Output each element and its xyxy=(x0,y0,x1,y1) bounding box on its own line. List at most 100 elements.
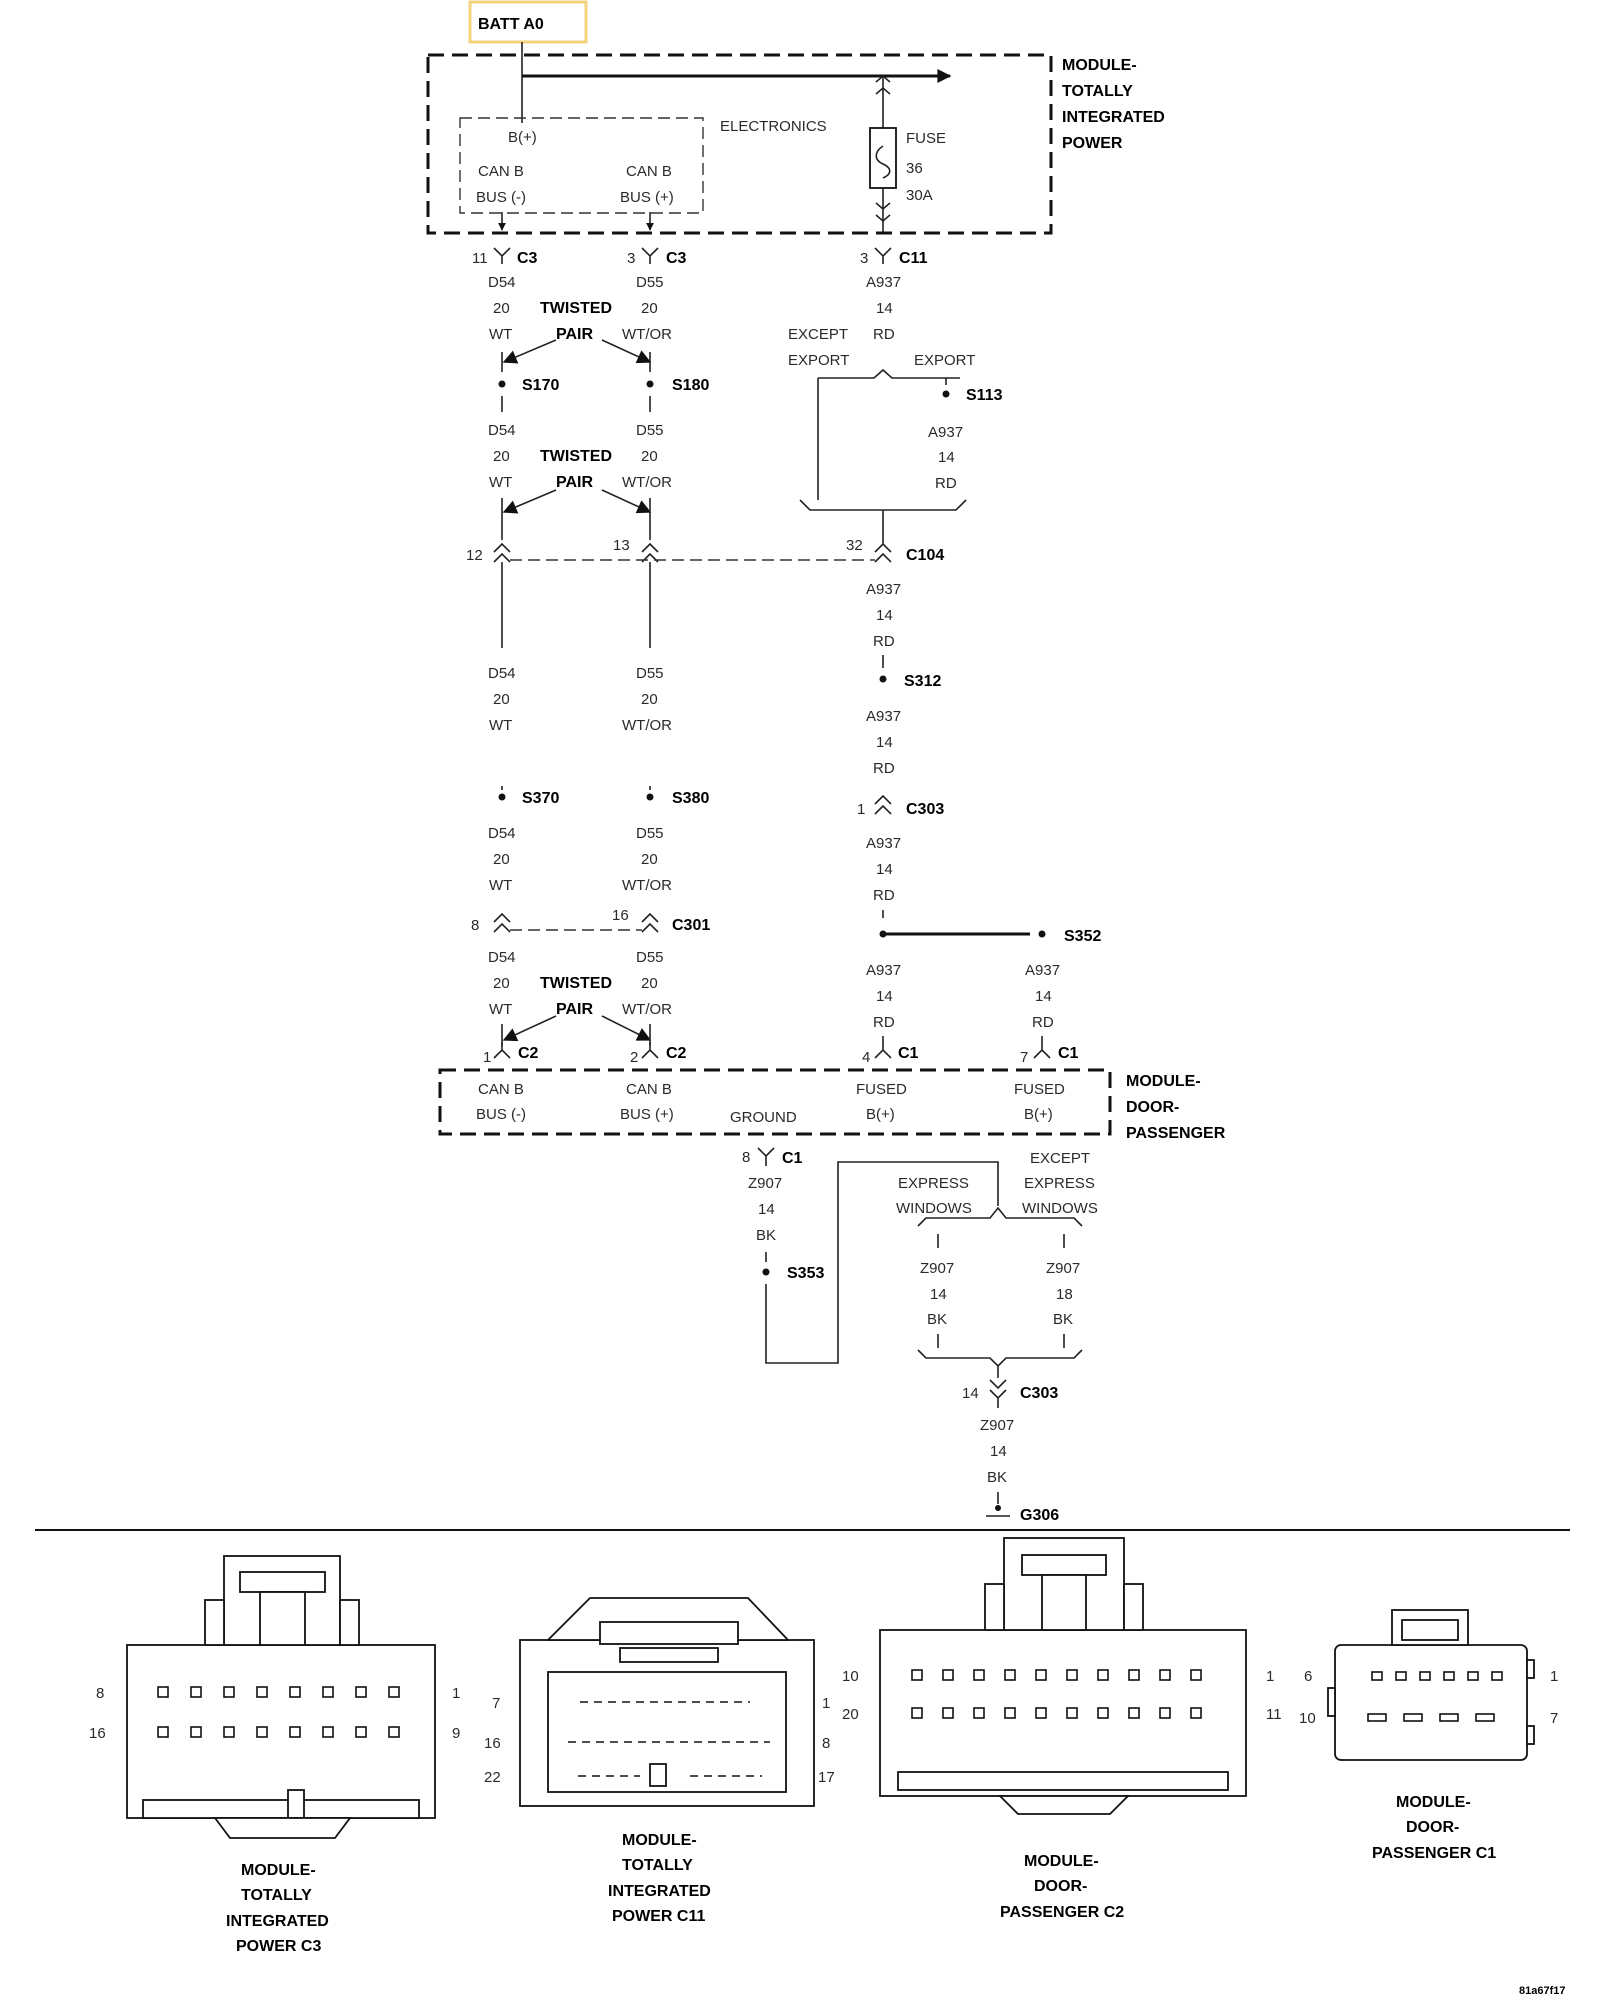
c3-view-caption-4: POWER C3 xyxy=(236,1938,321,1955)
wire-d54-code-5: D54 xyxy=(488,949,516,966)
c11-view-pin-16: 16 xyxy=(484,1735,501,1752)
pin-c104-32: 32 xyxy=(846,537,863,554)
c2-view-pin-10: 10 xyxy=(842,1668,859,1685)
pin-c2-1: 1 xyxy=(483,1049,491,1066)
c3-view-caption-3: INTEGRATED xyxy=(226,1913,329,1930)
wire-z907-color-b: BK xyxy=(987,1469,1007,1486)
c3-view-pin-16: 16 xyxy=(89,1725,106,1742)
connector-c303-a: C303 xyxy=(906,801,944,818)
pin-c11-3: 3 xyxy=(860,250,868,267)
connector-c1-ground: C1 xyxy=(782,1150,803,1167)
connector-c104-label: C104 xyxy=(906,547,944,564)
wire-d55-code: D55 xyxy=(636,274,664,291)
tipm-name-2: TOTALLY xyxy=(1062,83,1133,100)
except-export-label-2: EXPORT xyxy=(788,352,849,369)
splice-s352-dot xyxy=(1038,930,1046,938)
pin-c1-7: 7 xyxy=(1020,1049,1028,1066)
c1-view-caption-3: PASSENGER C1 xyxy=(1372,1845,1496,1862)
door-canb-plus-bus: BUS (+) xyxy=(620,1106,674,1123)
splice-s352: S352 xyxy=(1064,928,1101,945)
wire-d55-color-3: WT/OR xyxy=(622,717,672,734)
wire-d55-gauge: 20 xyxy=(641,300,658,317)
ground-g306: G306 xyxy=(1020,1507,1059,1524)
except-express-1: EXCEPT xyxy=(1030,1150,1090,1167)
c11-view-pin-8: 8 xyxy=(822,1735,830,1752)
wire-z907-code-b: Z907 xyxy=(980,1417,1014,1434)
can-wires-section-4: D54 20 WT D55 20 WT/OR TWISTED PAIR xyxy=(488,949,672,1046)
fuse-36-symbol xyxy=(869,127,897,189)
wire-d55-color-4: WT/OR xyxy=(622,877,672,894)
connector-c2-a: C2 xyxy=(518,1045,539,1062)
connector-c3-a: C3 xyxy=(517,250,538,267)
wire-d54-color-3: WT xyxy=(489,717,512,734)
c11-view-caption-4: POWER C11 xyxy=(612,1908,705,1925)
splice-s370: S370 xyxy=(522,790,559,807)
wire-a937-color-3: RD xyxy=(873,760,895,777)
door-c2-pin-row-1 xyxy=(911,1669,1202,1681)
tipm-name-3: INTEGRATED xyxy=(1062,109,1165,126)
c2-view-pin-1: 1 xyxy=(1266,1668,1274,1685)
connector-c303-b: C303 xyxy=(1020,1385,1058,1402)
door-fused-2: FUSED xyxy=(1014,1081,1065,1098)
c11-view-pin-1: 1 xyxy=(822,1695,830,1712)
splice-s312: S312 xyxy=(904,673,941,690)
pin-c3-3: 3 xyxy=(627,250,635,267)
wire-d54-code-3: D54 xyxy=(488,665,516,682)
c1-view-pin-6: 6 xyxy=(1304,1668,1312,1685)
except-express-3: WINDOWS xyxy=(1022,1200,1098,1217)
twisted-pair-label-c: TWISTED xyxy=(540,975,612,992)
splice-s370-dot xyxy=(498,793,506,801)
wire-z907-gauge-a: 14 xyxy=(930,1286,947,1303)
ground-dot xyxy=(995,1505,1001,1511)
wire-a937-color-2: RD xyxy=(873,633,895,650)
wire-a937-gauge-4: 14 xyxy=(876,861,893,878)
wire-z907-gauge-b: 14 xyxy=(990,1443,1007,1460)
connector-c11: C11 xyxy=(899,250,928,267)
wire-d55-gauge-5: 20 xyxy=(641,975,658,992)
wire-d55-code-3: D55 xyxy=(636,665,664,682)
can-wires-section-2: D54 20 WT D55 20 WT/OR TWISTED PAIR xyxy=(488,396,672,540)
c2-view-caption-3: PASSENGER C2 xyxy=(1000,1904,1124,1921)
c1-view-pin-1: 1 xyxy=(1550,1668,1558,1685)
tipm-c3-pin-row-2 xyxy=(157,1726,400,1738)
a937-section-1: A937 14 RD EXCEPT EXPORT EXPORT S113 A93… xyxy=(788,274,1003,545)
tipm-canb-minus-label: CAN B xyxy=(478,163,524,180)
pin-c303-14: 14 xyxy=(962,1385,979,1402)
pin-c1-8: 8 xyxy=(742,1149,750,1166)
c1-view-caption-1: MODULE- xyxy=(1396,1794,1471,1811)
pin-c104-12: 12 xyxy=(466,547,483,564)
express-windows-1: EXPRESS xyxy=(898,1175,969,1192)
connector-view-tipm-c3: 8 16 1 9 MODULE- TOTALLY INTEGRATED POWE… xyxy=(89,1555,460,1955)
splice-s170: S170 xyxy=(522,377,559,394)
wire-d55-color: WT/OR xyxy=(622,326,672,343)
c3-view-caption-2: TOTALLY xyxy=(241,1887,312,1904)
a937-chain: A937 14 RD S312 A937 14 RD 1 C303 A937 1… xyxy=(857,581,1101,1031)
wire-d55-code-5: D55 xyxy=(636,949,664,966)
wire-z907-gauge: 14 xyxy=(758,1201,775,1218)
pin-c104-13: 13 xyxy=(613,537,630,554)
wire-a937-gauge-export: 14 xyxy=(938,449,955,466)
connector-c3-b: C3 xyxy=(666,250,687,267)
wire-d55-color-5: WT/OR xyxy=(622,1001,672,1018)
wire-a937-code-5: A937 xyxy=(866,962,901,979)
c3-view-pin-9: 9 xyxy=(452,1725,460,1742)
except-export-label-1: EXCEPT xyxy=(788,326,848,343)
connector-c2-b: C2 xyxy=(666,1045,687,1062)
wire-a937-code: A937 xyxy=(866,274,901,291)
splice-s170-dot xyxy=(498,380,506,388)
wire-a937-gauge-2: 14 xyxy=(876,607,893,624)
wire-d55-gauge-2: 20 xyxy=(641,448,658,465)
door-fused-bplus-1: B(+) xyxy=(866,1106,895,1123)
wire-a937-gauge-3: 14 xyxy=(876,734,893,751)
ground-circuit: 8 C1 Z907 14 BK S353 EXPRESS WINDOWS EXC… xyxy=(742,1147,1098,1524)
tipm-name-1: MODULE- xyxy=(1062,57,1137,74)
connector-c1-a: C1 xyxy=(898,1045,919,1062)
wire-d55-gauge-3: 20 xyxy=(641,691,658,708)
wire-a937-color-export: RD xyxy=(935,475,957,492)
wire-a937-color: RD xyxy=(873,326,895,343)
tipm-output-pins: 11 C3 3 C3 3 C11 xyxy=(472,247,928,267)
express-windows-2: WINDOWS xyxy=(896,1200,972,1217)
c11-view-pin-7: 7 xyxy=(492,1695,500,1712)
twisted-pair-label-2: PAIR xyxy=(556,326,593,343)
c1-view-caption-2: DOOR- xyxy=(1406,1819,1459,1836)
